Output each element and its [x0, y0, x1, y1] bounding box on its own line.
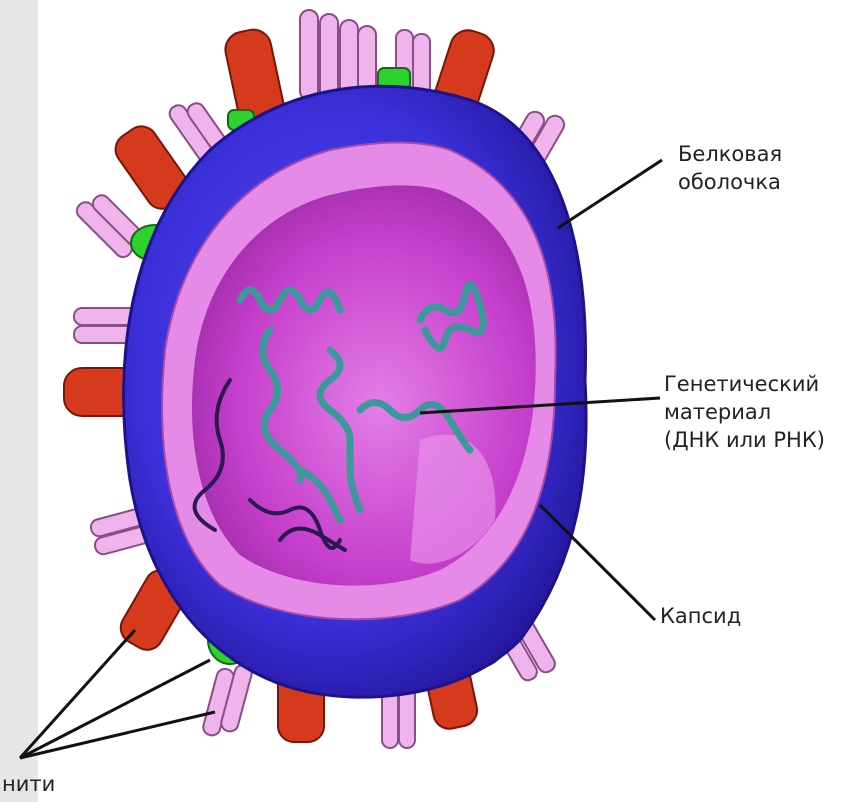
leader-thread-3 — [20, 712, 215, 758]
label-capsid: Капсид — [660, 602, 741, 630]
label-genetic-material: Генетический материал (ДНК или РНК) — [664, 370, 825, 454]
leader-protein-envelope — [558, 160, 662, 228]
leader-thread-2 — [20, 660, 210, 758]
label-threads: нити — [2, 770, 55, 798]
leader-thread-1 — [20, 630, 135, 758]
label-protein-envelope: Белковая оболочка — [678, 140, 782, 196]
